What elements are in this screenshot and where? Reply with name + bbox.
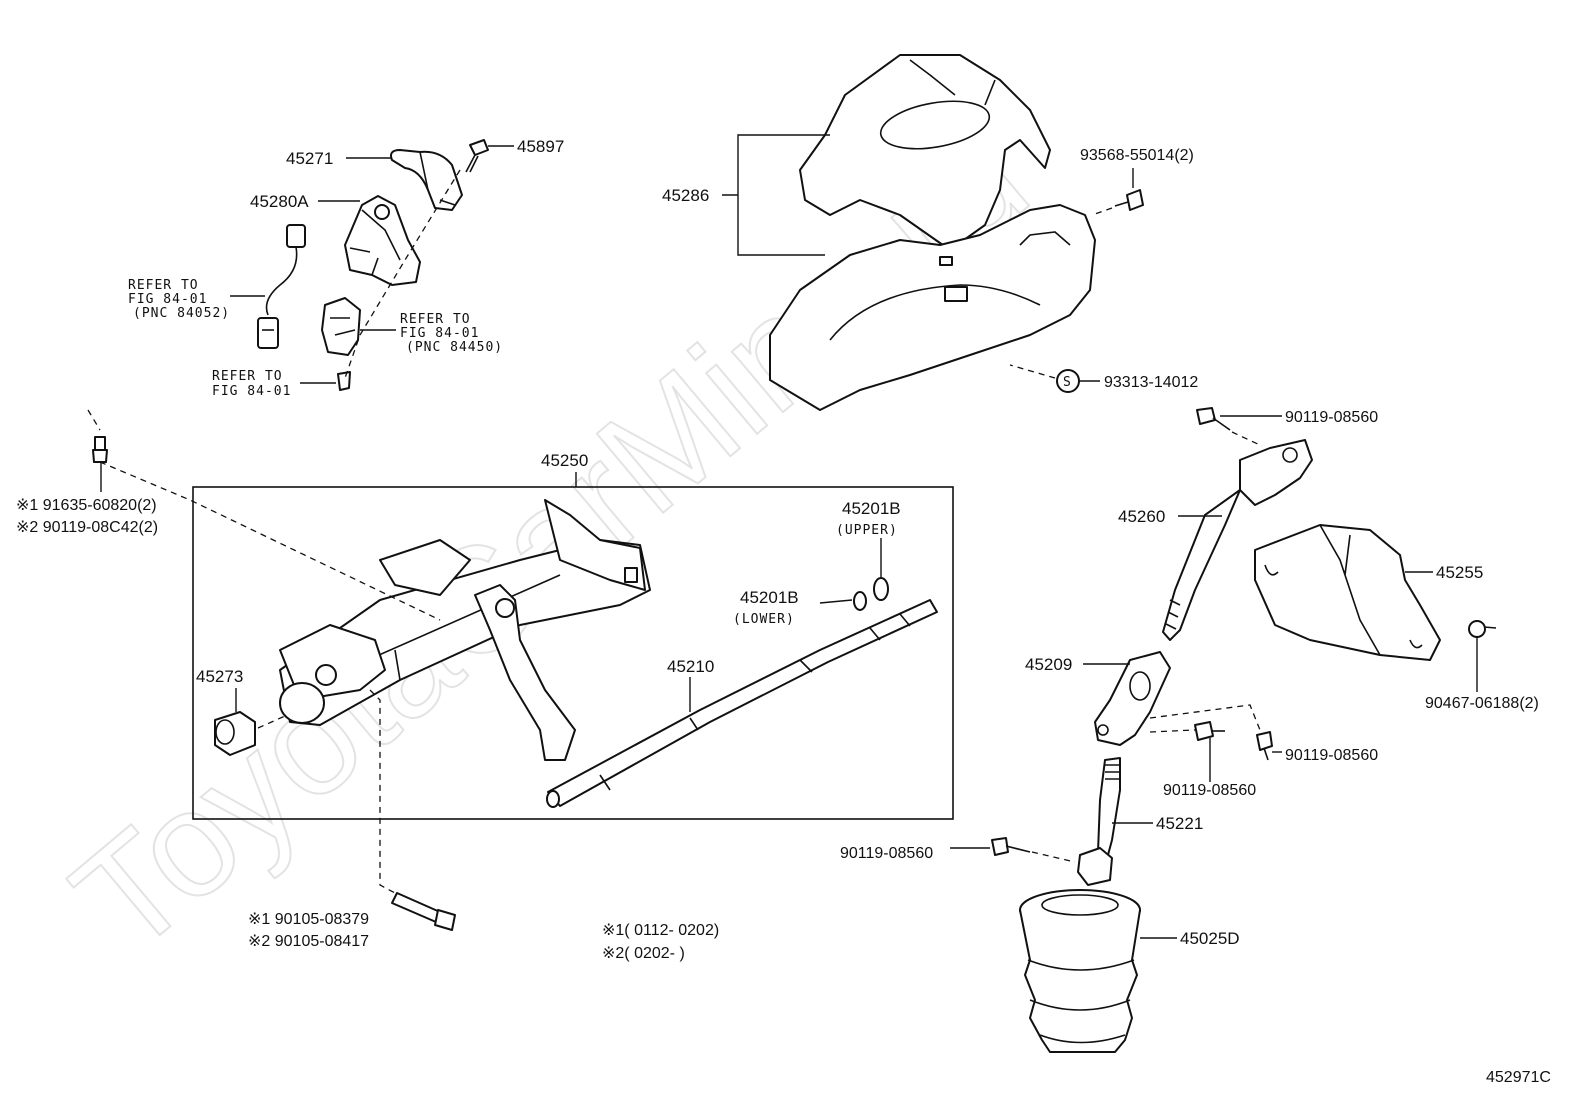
lower-shaft-45221 (1077, 757, 1121, 886)
universal-joint-45209 (1094, 651, 1171, 746)
legend-2: ※2( 0202- ) (602, 945, 685, 962)
label-45260: 45260 (1118, 507, 1165, 526)
label-45286: 45286 (662, 186, 709, 205)
bolt-90105 (391, 892, 456, 931)
screw-ref-84-01 (337, 371, 351, 391)
ref1-line1: REFER TO (128, 278, 199, 293)
dust-boot-45025D (1019, 889, 1141, 1053)
column-cover-upper (799, 54, 1051, 251)
ref3-line2: FIG 84-01 (212, 384, 291, 399)
label-90119-left: 90119-08560 (840, 845, 933, 862)
legend-1: ※1( 0112- 0202) (602, 922, 719, 939)
column-clamp-45271 (390, 149, 463, 211)
bottom-left-bolt-dashed (1031, 851, 1076, 863)
left-bolt-dashed (87, 409, 441, 621)
lock-housing-45280A (344, 195, 421, 286)
label-45025D: 45025D (1180, 929, 1240, 948)
label-90119-top: 90119-08560 (1285, 409, 1378, 426)
label-45201B-lower: 45201B (740, 588, 799, 607)
cover-bracket-line (722, 134, 830, 256)
label-45201B-upper: 45201B (842, 499, 901, 518)
label-90467: 90467-06188(2) (1425, 695, 1539, 712)
ref1-line2: FIG 84-01 (128, 292, 207, 307)
ignition-switch-84450 (321, 297, 361, 356)
bolt-90119-right (1256, 731, 1273, 761)
bolt-90119-mid (1194, 721, 1225, 741)
ref1-line3: (PNC 84052) (133, 306, 230, 321)
bolt-90119-top (1196, 407, 1231, 431)
label-45209: 45209 (1025, 655, 1072, 674)
label-45271: 45271 (286, 149, 333, 168)
snap-ring-lower (853, 591, 867, 611)
bushing-dashed (257, 715, 286, 729)
bolt-90119-left (991, 837, 1031, 856)
bushing-45273 (214, 711, 256, 756)
screw-45897 (465, 139, 489, 173)
note-bolt-left-1: ※1 91635-60820(2) (16, 497, 157, 514)
wire-harness-84052 (257, 224, 306, 349)
top-bolt-dashed (1231, 431, 1263, 447)
label-93568: 93568-55014(2) (1080, 147, 1194, 164)
label-90119-right: 90119-08560 (1285, 747, 1378, 764)
column-hole-cover-45255 (1254, 524, 1441, 661)
label-45280A: 45280A (250, 192, 309, 211)
note-bolt-bottom-1: ※1 90105-08379 (248, 911, 369, 928)
clip-90467 (1468, 620, 1497, 638)
label-93313: 93313-14012 (1104, 374, 1198, 391)
label-lower: (LOWER) (733, 612, 795, 627)
label-45221: 45221 (1156, 814, 1203, 833)
clip-93313: S (1056, 369, 1080, 393)
label-90119-mid: 90119-08560 (1163, 782, 1256, 799)
snap-ring-upper (873, 577, 889, 601)
note-bolt-bottom-2: ※2 90105-08417 (248, 933, 369, 950)
ref2-line3: (PNC 84450) (406, 340, 503, 355)
main-shaft-45210 (546, 599, 938, 808)
bolt-91635 (92, 436, 108, 463)
joint-dashed (1149, 704, 1263, 736)
label-45273: 45273 (196, 667, 243, 686)
leader-45201B-lower (819, 599, 853, 604)
label-45897: 45897 (517, 137, 564, 156)
column-assy-box (192, 486, 954, 820)
clip-93313-dashed (1009, 364, 1056, 379)
label-45210: 45210 (667, 657, 714, 676)
note-bolt-left-2: ※2 90119-08C42(2) (16, 519, 158, 536)
label-45250: 45250 (541, 451, 588, 470)
ref2-line2: FIG 84-01 (400, 326, 479, 341)
screw-93568 (1114, 189, 1144, 211)
ref3-line1: REFER TO (212, 369, 283, 384)
label-upper: (UPPER) (836, 523, 898, 538)
label-45255: 45255 (1436, 563, 1483, 582)
screw-93568-dashed (1091, 207, 1113, 216)
diagram-id: 452971C (1486, 1069, 1551, 1086)
column-tube-45250 (279, 499, 651, 761)
intermediate-shaft-45260 (1162, 439, 1313, 641)
ref2-line1: REFER TO (400, 312, 471, 327)
column-cover-lower (769, 204, 1096, 411)
svg-text:S: S (1063, 375, 1072, 390)
